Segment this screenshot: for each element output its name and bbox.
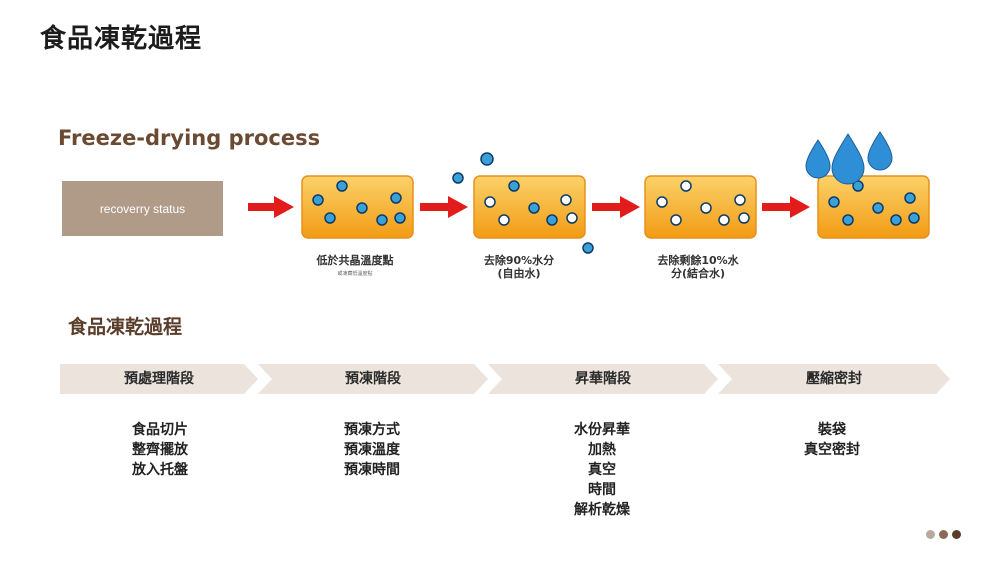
stage-sub-1: 或凍藏低溫度點: [337, 271, 373, 277]
stage-block-1: [301, 175, 414, 239]
list-item: 整齊擺放: [132, 442, 188, 458]
stage-label-2-line1: 去除90%水分: [483, 254, 555, 267]
page-title: 食品凍乾過程: [40, 24, 203, 54]
stage-label-2-line2: (自由水): [497, 267, 541, 280]
stage-label-3: 去除剩餘10%水 分(結合水): [633, 254, 763, 280]
stage-block-4: [817, 175, 930, 239]
list-item: 真空: [588, 462, 616, 478]
pager-dot-2[interactable]: [939, 530, 948, 539]
status-label: recoverry status: [99, 201, 186, 216]
list-item: 預凍時間: [344, 462, 400, 478]
arrow-3: [592, 196, 640, 218]
stage-label-3-line1: 去除剩餘10%水: [657, 254, 739, 267]
pager-dot-3[interactable]: [952, 530, 961, 539]
pager-dots[interactable]: [926, 524, 965, 543]
freeze-drying-diagram: [248, 131, 930, 254]
status-box: recoverry status: [62, 181, 223, 236]
list-item: 裝袋: [818, 422, 846, 438]
phase-label-3: 昇華階段: [575, 371, 631, 387]
phase-1-items: 食品切片 整齊擺放 放入托盤: [110, 420, 210, 480]
list-item: 水份昇華: [574, 422, 630, 438]
phase-4-items: 裝袋 真空密封: [782, 420, 882, 460]
phase-chevron-4: 壓縮密封: [718, 364, 950, 394]
list-item: 預凍方式: [344, 422, 400, 438]
stage-block-2: [452, 152, 594, 254]
pager-dot-1[interactable]: [926, 530, 935, 539]
list-item: 加熱: [588, 442, 616, 458]
phase-chevron-3: 昇華階段: [488, 364, 718, 394]
arrow-2: [420, 196, 468, 218]
phase-chevron-1: 預處理階段: [60, 364, 258, 394]
phase-3-items: 水份昇華 加熱 真空 時間 解析乾燥: [552, 420, 652, 520]
list-item: 真空密封: [804, 442, 860, 458]
stage-label-2: 去除90%水分 (自由水): [454, 254, 584, 280]
list-item: 解析乾燥: [574, 502, 630, 518]
arrow-4: [762, 196, 810, 218]
water-drops-icon: [805, 131, 893, 185]
arrow-1: [248, 196, 294, 218]
list-item: 時間: [588, 482, 616, 498]
diagram-title: Freeze-drying process: [58, 126, 321, 150]
stage-block-3: [644, 175, 757, 239]
phase-label-4: 壓縮密封: [806, 371, 862, 387]
stage-label-1-line1: 低於共晶溫度點: [316, 254, 394, 267]
stage-label-3-line2: 分(結合水): [670, 267, 726, 280]
list-item: 放入托盤: [132, 462, 188, 478]
phase-2-items: 預凍方式 預凍溫度 預凍時間: [322, 420, 422, 480]
phase-chevron-2: 預凍階段: [258, 364, 488, 394]
section-title: 食品凍乾過程: [68, 316, 183, 338]
stage-label-1: 低於共晶溫度點: [290, 254, 420, 267]
list-item: 預凍溫度: [344, 442, 400, 458]
list-item: 食品切片: [132, 422, 188, 438]
phase-label-2: 預凍階段: [345, 371, 401, 387]
phase-label-1: 預處理階段: [124, 371, 194, 387]
